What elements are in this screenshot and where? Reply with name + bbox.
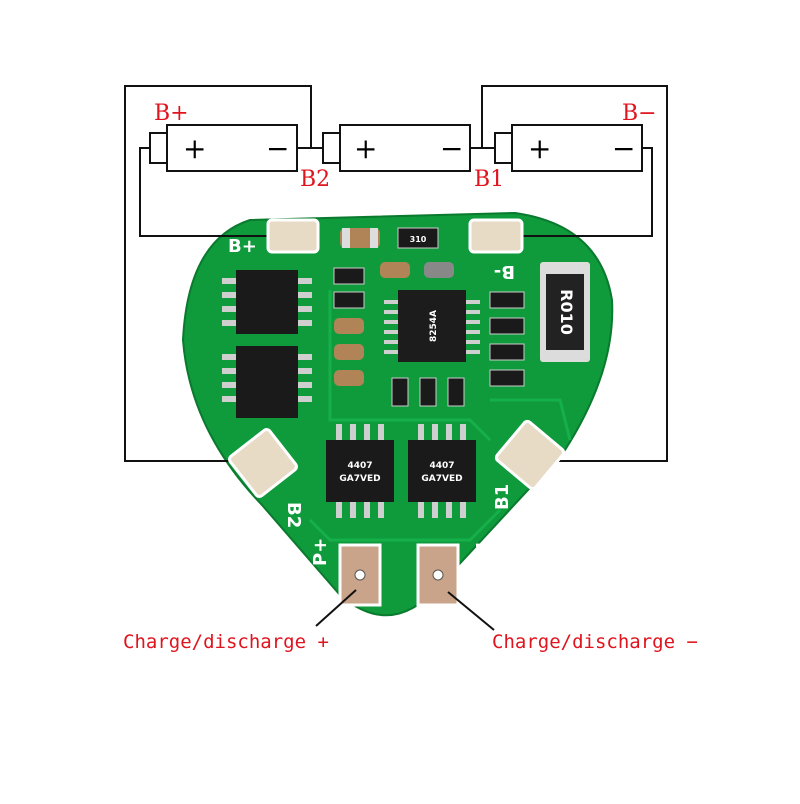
silk-b2: B2 xyxy=(283,502,304,528)
battery-1: + − xyxy=(149,124,298,172)
mosfet-code: 4407 xyxy=(347,461,372,471)
silk-b-plus: B+ xyxy=(228,236,257,257)
battery-3-minus: − xyxy=(612,132,635,165)
pad-b1 xyxy=(494,419,566,491)
pcb-trace xyxy=(490,398,572,441)
wire-bminus xyxy=(500,147,653,237)
battery-3: + − xyxy=(470,124,643,172)
silk-p-plus: P+ xyxy=(310,538,331,566)
smd-parts: 310 xyxy=(333,227,525,407)
label-b-minus: B− xyxy=(622,101,657,126)
pcb-trace xyxy=(308,508,502,542)
cap-code: 310 xyxy=(410,235,427,244)
shunt-resistor: R010 xyxy=(540,262,590,362)
battery-1-plus: + xyxy=(183,132,206,165)
wire-bplus xyxy=(139,147,280,237)
pad-p-plus xyxy=(338,543,382,607)
silk-b-minus: B- xyxy=(494,261,515,282)
arrow-plus xyxy=(315,589,357,627)
battery-2-minus: − xyxy=(440,132,463,165)
mosfet-code2: GA7VED xyxy=(339,474,380,484)
label-b-plus: B+ xyxy=(154,101,189,126)
ic-code: 8254A xyxy=(429,310,439,342)
resistor-code: R010 xyxy=(557,289,576,335)
battery-1-minus: − xyxy=(266,132,289,165)
caption-charge-plus: Charge/discharge + xyxy=(123,631,329,653)
caption-charge-minus: Charge/discharge − xyxy=(492,631,698,653)
silk-b1: B1 xyxy=(492,484,513,510)
protection-ic: 8254A xyxy=(384,290,480,362)
arrow-minus xyxy=(447,591,495,631)
pad-b-plus xyxy=(266,218,320,254)
wire-top-right xyxy=(481,85,668,462)
pcb-trace xyxy=(328,290,492,442)
mosfet-bottom-right: 4407 GA7VED xyxy=(408,424,476,518)
battery-2: + − xyxy=(297,124,471,172)
wires xyxy=(124,85,668,462)
label-b2: B2 xyxy=(300,167,330,192)
mosfet-left-top xyxy=(222,270,312,334)
mosfet-code2: GA7VED xyxy=(421,474,462,484)
mosfet-code: 4407 xyxy=(429,461,454,471)
pad-b2 xyxy=(228,428,298,498)
battery-2-plus: + xyxy=(354,132,377,165)
label-b1: B1 xyxy=(474,167,504,192)
mosfet-bottom-left: 4407 GA7VED xyxy=(326,424,394,518)
battery-3-plus: + xyxy=(528,132,551,165)
mosfet-left-bottom xyxy=(222,346,312,418)
silk-p-minus: P- xyxy=(471,542,492,562)
pad-b-minus xyxy=(468,218,524,254)
wire-top-left xyxy=(124,85,312,462)
